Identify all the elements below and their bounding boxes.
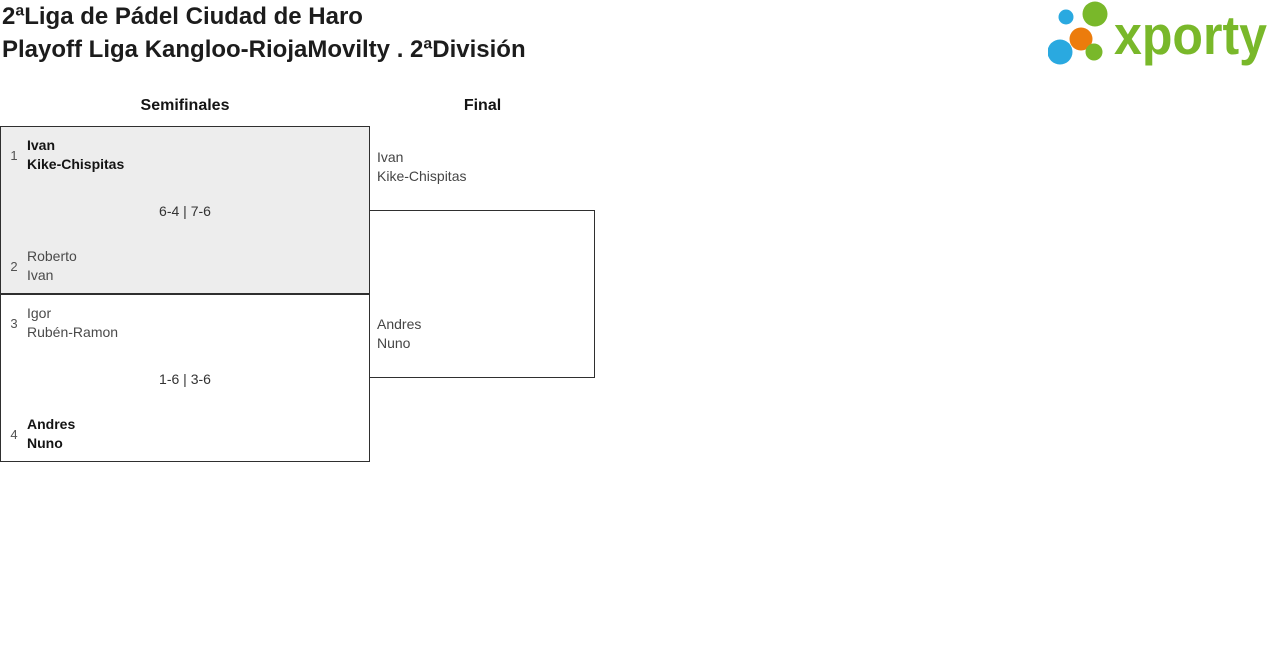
player-name: Nuno <box>377 335 411 351</box>
round-header-semifinales: Semifinales <box>140 97 230 114</box>
player-name: Roberto <box>27 248 77 264</box>
finalist-bottom: Andres Nuno <box>377 315 421 353</box>
seed-number-3: 3 <box>10 315 18 331</box>
match-score-semifinal-1: 6-4 | 7-6 <box>159 203 211 219</box>
team-names-loser: Igor Rubén-Ramon <box>27 304 118 342</box>
player-name: Igor <box>27 305 52 321</box>
title-line-2: Playoff Liga Kangloo-RiojaMovilty . 2ªDi… <box>2 36 526 63</box>
logo-dot-green-small <box>1085 43 1103 61</box>
round-header-final: Final <box>463 97 502 114</box>
player-name: Nuno <box>27 435 63 451</box>
logo-dot-green-large <box>1082 1 1108 27</box>
seed-number-1: 1 <box>10 147 18 163</box>
seed-number-2: 2 <box>10 258 18 274</box>
team-row-seed-3: 3 Igor Rubén-Ramon <box>8 304 118 342</box>
team-names-winner: Ivan Kike-Chispitas <box>27 136 124 174</box>
logo-dot-blue-small <box>1058 9 1074 25</box>
player-name: Andres <box>377 316 422 332</box>
xporty-logo-graphic: xporty <box>1047 1 1267 66</box>
page-title: 2ªLiga de Pádel Ciudad de Haro Playoff L… <box>2 0 526 66</box>
title-line-1: 2ªLiga de Pádel Ciudad de Haro <box>2 3 363 30</box>
xporty-logo[interactable]: xporty <box>1047 0 1276 70</box>
team-names-winner: Andres Nuno <box>27 415 75 453</box>
match-semifinal-2[interactable]: 3 Igor Rubén-Ramon 1-6 | 3-6 4 Andres Nu… <box>0 294 370 462</box>
match-semifinal-1[interactable]: 1 Ivan Kike-Chispitas 6-4 | 7-6 2 Robert… <box>0 126 370 294</box>
team-names-loser: Roberto Ivan <box>27 247 77 285</box>
player-name: Rubén-Ramon <box>27 324 119 340</box>
team-row-seed-1: 1 Ivan Kike-Chispitas <box>8 136 124 174</box>
seed-number-4: 4 <box>10 426 18 442</box>
player-name: Andres <box>27 416 76 432</box>
team-row-seed-4: 4 Andres Nuno <box>8 415 75 453</box>
player-name: Ivan <box>27 267 54 283</box>
player-name: Kike-Chispitas <box>27 156 125 172</box>
team-row-seed-2: 2 Roberto Ivan <box>8 247 77 285</box>
finalist-top: Ivan Kike-Chispitas <box>377 148 466 186</box>
player-name: Kike-Chispitas <box>377 168 467 184</box>
xporty-logo-text: xporty <box>1114 4 1267 66</box>
match-score-semifinal-2: 1-6 | 3-6 <box>159 371 211 387</box>
match-final[interactable] <box>369 210 595 378</box>
logo-dot-blue-large <box>1047 39 1073 65</box>
player-name: Ivan <box>377 149 404 165</box>
logo-dot-orange <box>1069 27 1093 51</box>
player-name: Ivan <box>27 137 56 153</box>
